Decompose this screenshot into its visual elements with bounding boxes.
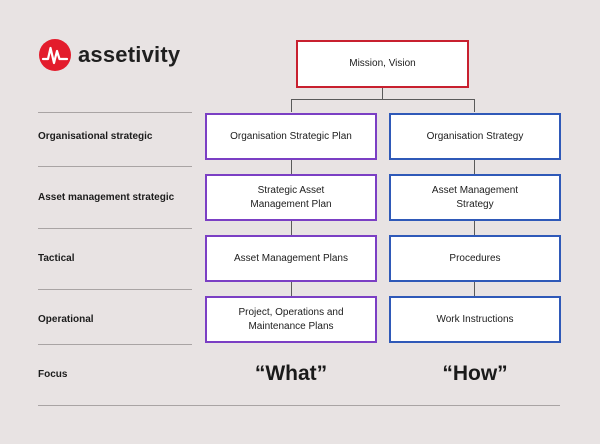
brand-logo: assetivity bbox=[38, 38, 180, 72]
row-label-operational: Operational bbox=[38, 314, 94, 325]
how-box-tactical: Procedures bbox=[389, 235, 561, 282]
focus-what-text: “What” bbox=[254, 362, 328, 385]
how-box-label: Work Instructions bbox=[436, 313, 514, 325]
row-label-organisational-strategic: Organisational strategic bbox=[38, 131, 153, 142]
bottom-separator bbox=[38, 405, 560, 406]
how-box-asset-management: Asset Management Strategy bbox=[389, 174, 561, 221]
what-box-label: Asset Management Plans bbox=[234, 252, 348, 264]
what-box-label: Strategic Asset Management Plan bbox=[250, 184, 332, 210]
row-separator bbox=[38, 289, 192, 290]
what-box-operational: Project, Operations and Maintenance Plan… bbox=[205, 296, 377, 343]
connector-how-1 bbox=[474, 160, 475, 174]
brand-name: assetivity bbox=[78, 42, 181, 67]
what-box-asset-management: Strategic Asset Management Plan bbox=[205, 174, 377, 221]
focus-how-text: “How” bbox=[442, 362, 508, 385]
how-box-label: Procedures bbox=[449, 252, 501, 264]
what-box-label: Organisation Strategic Plan bbox=[230, 130, 352, 142]
connector-how-3 bbox=[474, 282, 475, 296]
row-separator bbox=[38, 112, 192, 113]
connector-how-2 bbox=[474, 221, 475, 235]
what-box-label: Project, Operations and Maintenance Plan… bbox=[238, 306, 344, 332]
connector-top-vertical bbox=[382, 88, 383, 100]
row-label-focus: Focus bbox=[38, 369, 68, 380]
connector-left-drop bbox=[291, 99, 292, 112]
row-separator bbox=[38, 344, 192, 345]
how-box-label: Organisation Strategy bbox=[426, 130, 524, 142]
connector-right-drop bbox=[474, 99, 475, 112]
row-label-asset-management-strategic: Asset management strategic bbox=[38, 192, 175, 203]
row-label-tactical: Tactical bbox=[38, 253, 75, 264]
connector-what-2 bbox=[291, 221, 292, 235]
mission-vision-label: Mission, Vision bbox=[349, 58, 416, 69]
mission-vision-box: Mission, Vision bbox=[296, 40, 469, 88]
how-box-organisational: Organisation Strategy bbox=[389, 113, 561, 160]
assetivity-wave-logo-icon bbox=[39, 39, 71, 71]
how-box-label: Asset Management Strategy bbox=[431, 184, 519, 210]
how-box-operational: Work Instructions bbox=[389, 296, 561, 343]
row-separator bbox=[38, 228, 192, 229]
connector-what-1 bbox=[291, 160, 292, 174]
connector-top-horizontal bbox=[291, 99, 475, 100]
what-box-tactical: Asset Management Plans bbox=[205, 235, 377, 282]
row-separator bbox=[38, 166, 192, 167]
connector-what-3 bbox=[291, 282, 292, 296]
what-box-organisational: Organisation Strategic Plan bbox=[205, 113, 377, 160]
